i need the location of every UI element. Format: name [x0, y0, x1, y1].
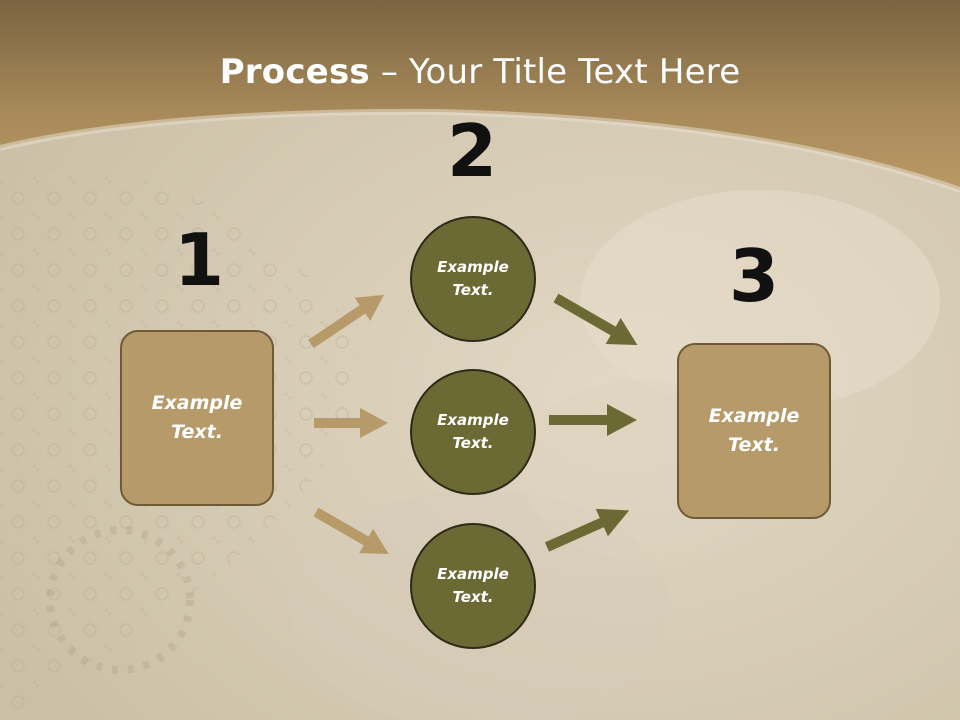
circle-middle-line2: Text.	[452, 434, 494, 452]
step-number-2: 2	[446, 109, 498, 193]
step-number-3: 3	[728, 234, 780, 318]
step-1-text-line1: Example	[151, 392, 243, 414]
circle-top-line1: Example	[437, 258, 509, 276]
slide-title: Process – Your Title Text Here	[0, 52, 960, 92]
arrow-top-to-3	[553, 293, 638, 345]
arrow-middle-to-3	[549, 404, 637, 436]
step-1-text-line2: Text.	[171, 421, 223, 443]
circle-top-line2: Text.	[452, 281, 494, 299]
step-3-text-line1: Example	[708, 405, 800, 427]
step-number-1: 1	[173, 218, 225, 302]
arrow-1-to-bottom	[313, 507, 389, 554]
step-2-circle-middle: Example Text.	[410, 369, 536, 495]
circle-bottom-line2: Text.	[452, 588, 494, 606]
title-rest: – Your Title Text Here	[369, 52, 741, 92]
arrow-bottom-to-3	[544, 508, 630, 552]
step-2-circle-top: Example Text.	[410, 216, 536, 342]
step-2-circle-bottom: Example Text.	[410, 523, 536, 649]
step-1-box: Example Text.	[120, 330, 274, 506]
circle-middle-line1: Example	[437, 411, 509, 429]
arrow-1-to-middle	[314, 408, 388, 438]
arrow-1-to-top	[308, 294, 384, 349]
step-3-box: Example Text.	[677, 343, 831, 519]
circle-bottom-line1: Example	[437, 565, 509, 583]
title-bold: Process	[219, 52, 370, 92]
step-3-text-line2: Text.	[728, 434, 780, 456]
